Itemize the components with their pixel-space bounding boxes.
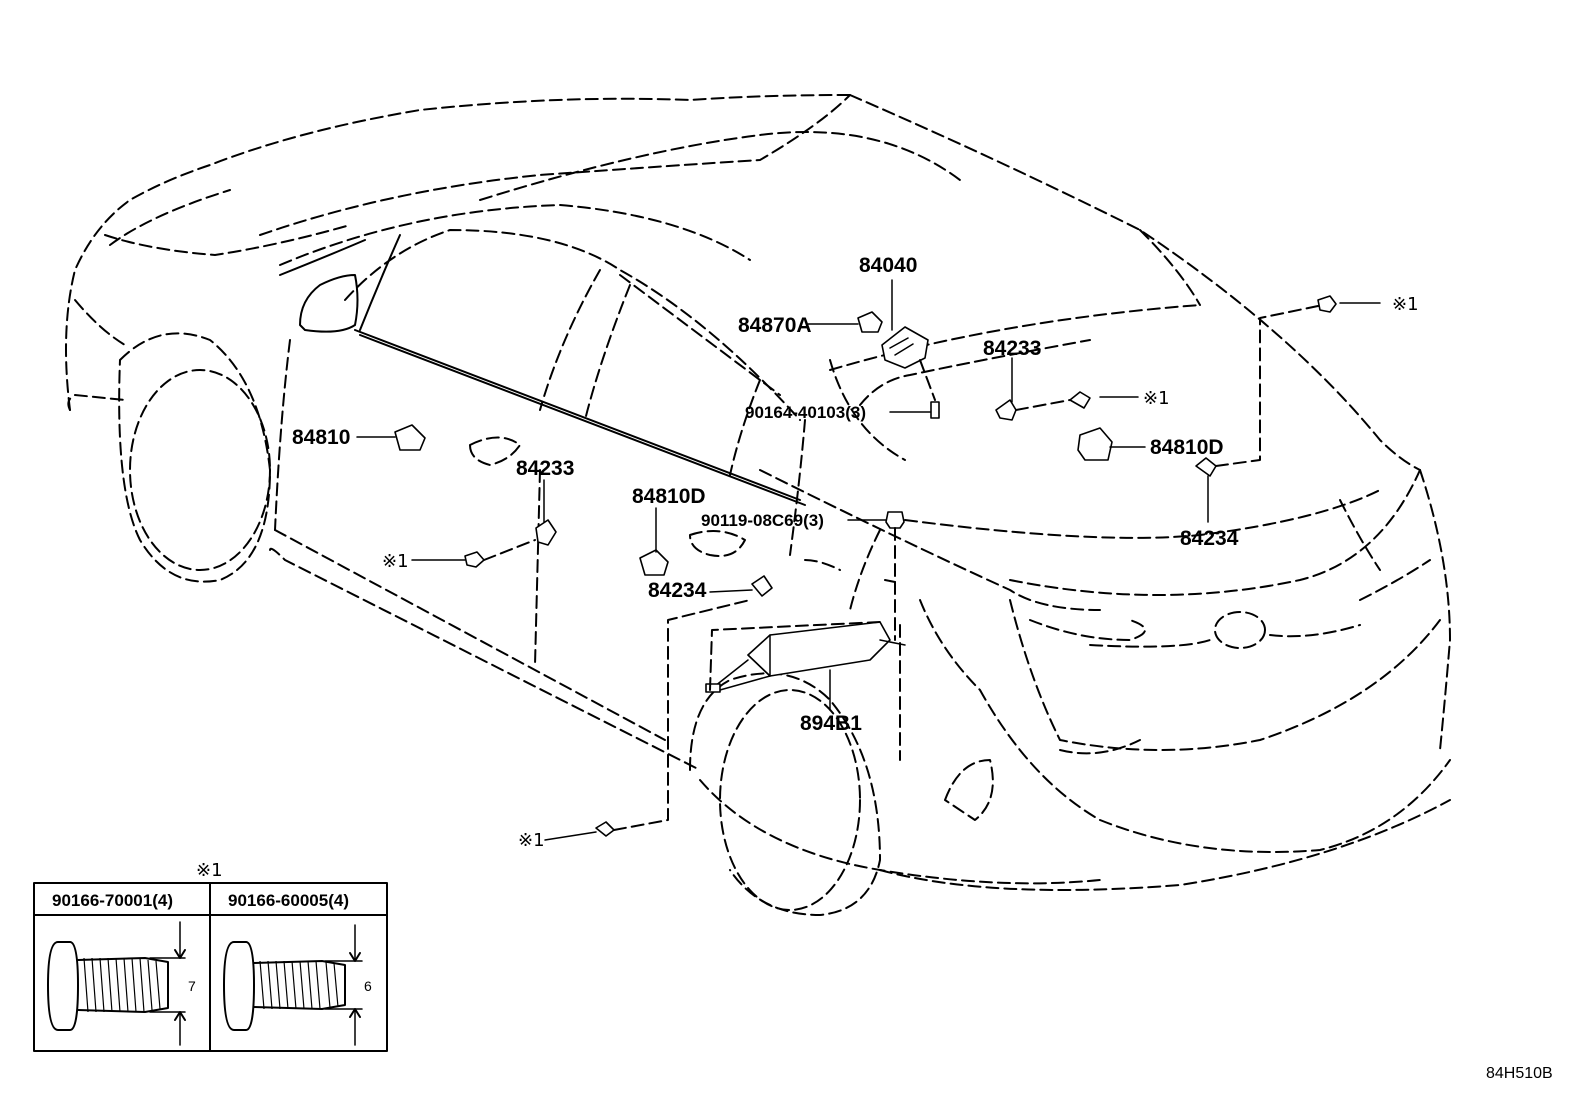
screw-90166-70001: 7 [47,921,196,1046]
marker-ref-1-door: ※1 [382,551,409,572]
dim-6: 6 [364,978,372,994]
part-screw-door [464,551,485,568]
screw-90166-60005: 6 [223,924,372,1046]
part-894B1-module [705,621,906,693]
label-894B1: 894B1 [800,712,862,735]
label-90119-08C69: 90119-08C69(3) [701,511,824,530]
marker-ref-1-lower: ※1 [518,830,545,851]
part-84870A-clip [857,311,883,333]
dashed-connectors [483,305,1319,831]
label-84234-center: 84234 [648,579,707,602]
label-84040: 84040 [859,254,917,277]
part-84810 [394,424,426,451]
marker-ref-1-roof: ※1 [1143,388,1170,409]
part-84234-right [1195,457,1217,477]
part-90119-bolt [885,511,905,529]
part-90164-screw [930,401,940,419]
leader-lines [356,279,1381,841]
part-84233-door [535,519,557,546]
part-84810D-center [639,549,669,576]
label-84870A: 84870A [738,314,812,337]
label-90164-40103: 90164-40103(3) [745,403,866,422]
dim-7: 7 [188,978,196,994]
table-header-90166-60005: 90166-60005(4) [228,891,349,910]
marker-ref-1-top-right: ※1 [1392,294,1419,315]
part-84233-roof-bracket [995,399,1017,421]
part-84234-center [751,575,773,597]
figure-code: 84H510B [1486,1065,1553,1082]
label-84810D-right: 84810D [1150,436,1224,459]
part-84040-sensor [881,326,929,369]
part-84810D-right [1077,427,1113,461]
label-84234-right: 84234 [1180,527,1239,550]
part-screw-roof [1069,391,1091,409]
part-screw-top-right [1317,295,1337,313]
label-84233-door: 84233 [516,457,574,480]
label-84810: 84810 [292,426,350,449]
fastener-table: ※1 90166-70001(4) 90166-60005(4) 7 [33,860,388,1052]
table-header-90166-70001: 90166-70001(4) [52,891,173,910]
table-ref-marker: ※1 [196,860,223,881]
label-84810D-center: 84810D [632,485,706,508]
vehicle-outline [65,94,1451,916]
part-screw-lower [595,821,615,837]
label-84233-roof: 84233 [983,337,1041,360]
